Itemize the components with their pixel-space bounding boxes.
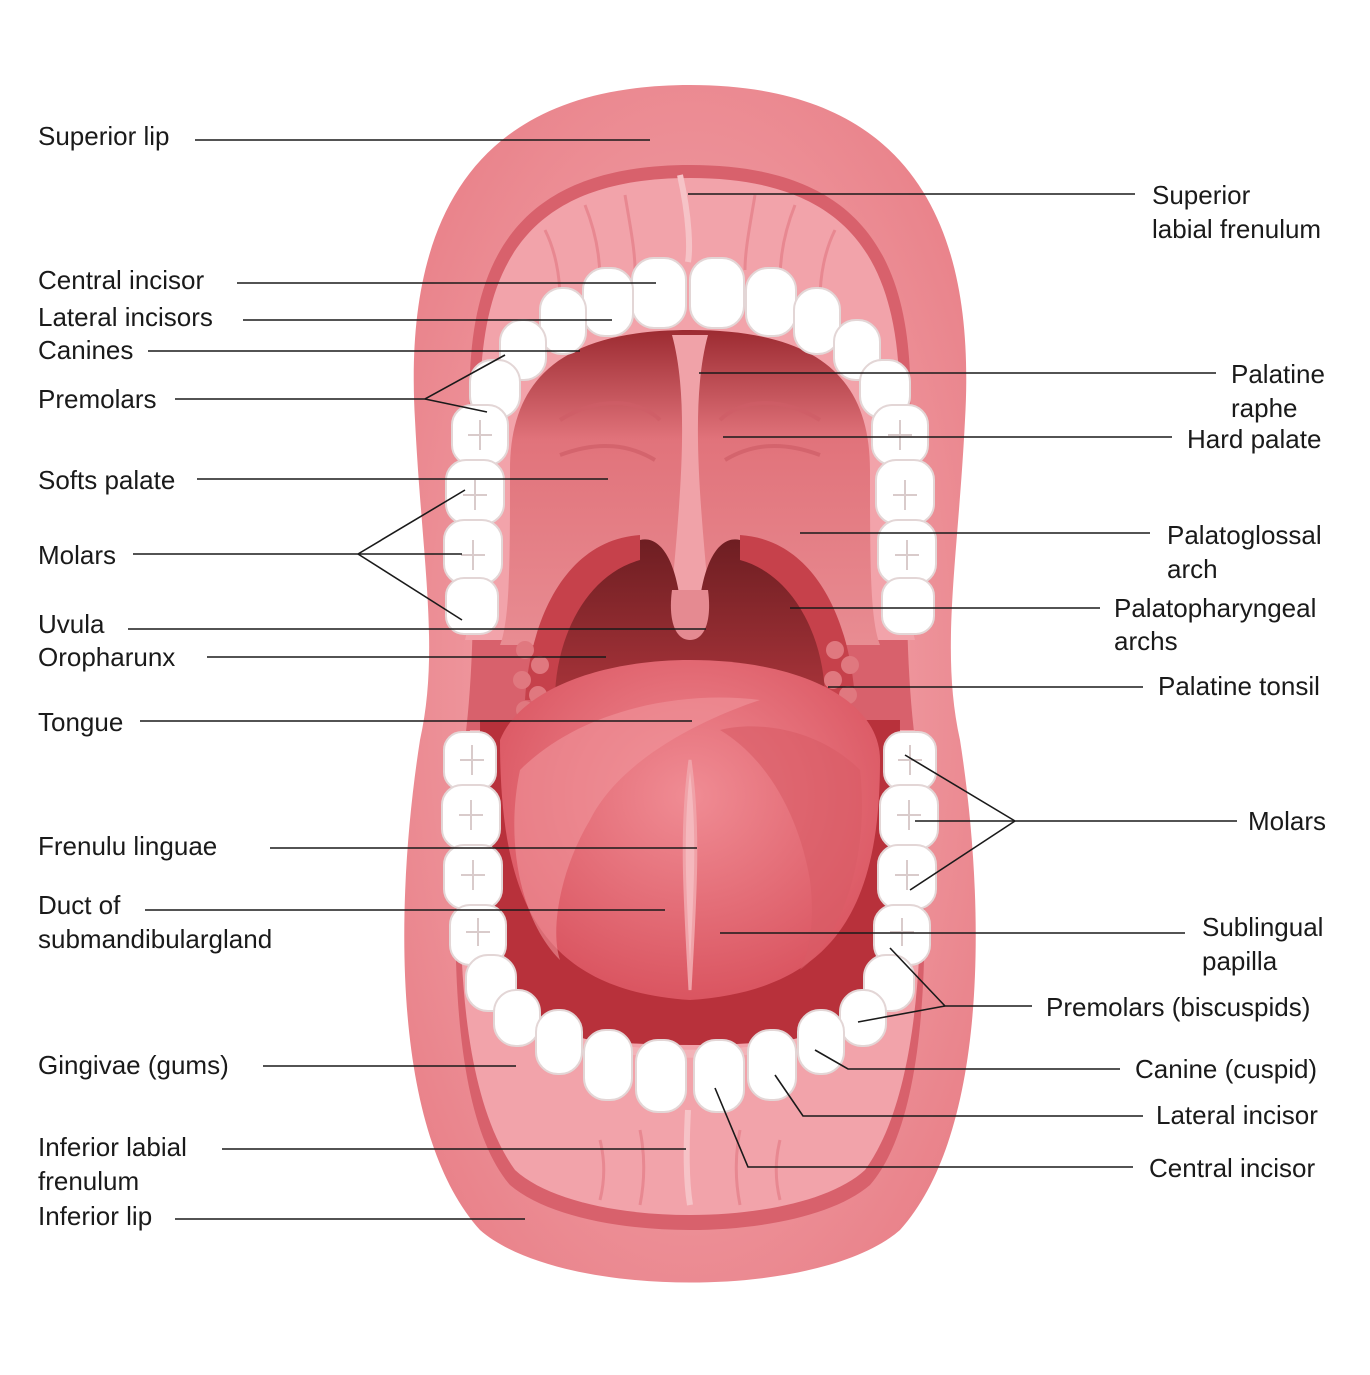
label-palatopharyngeal-line1: Palatopharyngeal xyxy=(1114,593,1317,623)
label-palatopharyngeal-line2: archs xyxy=(1114,626,1178,656)
label-molars-right: Molars xyxy=(1248,806,1327,836)
uvula xyxy=(670,590,710,640)
label-palatoglossal-line1: Palatoglossal xyxy=(1167,520,1322,550)
label-palatine-tonsil: Palatine tonsil xyxy=(1158,671,1320,701)
label-central-incisor-top: Central incisor xyxy=(38,265,205,295)
label-canine-cuspid: Canine (cuspid) xyxy=(1135,1054,1318,1084)
label-central-incisor-bottom: Central incisor xyxy=(1149,1153,1316,1183)
palatine-tonsils xyxy=(513,641,859,719)
label-molars-left: Molars xyxy=(38,540,117,570)
palatine-raphe xyxy=(670,335,710,635)
label-lateral-incisor: Lateral incisor xyxy=(1156,1100,1318,1130)
label-palatoglossal-line2: arch xyxy=(1167,554,1218,584)
label-frenulu-linguae: Frenulu linguae xyxy=(38,831,218,861)
label-uvula: Uvula xyxy=(38,609,105,639)
label-sublingual-line2: papilla xyxy=(1202,946,1278,976)
label-gingivae: Gingivae (gums) xyxy=(38,1050,229,1080)
label-tongue: Tongue xyxy=(38,707,124,737)
label-inferior-lip: Inferior lip xyxy=(38,1201,153,1231)
label-palatine-raphe-line1: Palatine xyxy=(1231,359,1325,389)
label-softs-palate: Softs palate xyxy=(38,465,176,495)
label-canines: Canines xyxy=(38,335,134,365)
label-superior-lip: Superior lip xyxy=(38,121,170,151)
label-palatine-raphe-line2: raphe xyxy=(1231,393,1298,423)
label-superior-labial-line2: labial frenulum xyxy=(1152,214,1322,244)
label-inferior-labial-line2: frenulum xyxy=(38,1166,140,1196)
label-premolars: Premolars xyxy=(38,384,157,414)
label-duct-line1: Duct of xyxy=(38,890,121,920)
label-lateral-incisors: Lateral incisors xyxy=(38,302,213,332)
label-superior-labial-line1: Superior xyxy=(1152,180,1251,210)
label-hard-palate: Hard palate xyxy=(1187,424,1322,454)
frenulum-linguae xyxy=(682,759,698,991)
label-oropharunx: Oropharunx xyxy=(38,642,176,672)
label-duct-line2: submandibulargland xyxy=(38,924,273,954)
lower-teeth xyxy=(441,731,939,1113)
leader-lines xyxy=(128,139,1237,1220)
label-sublingual-line1: Sublingual xyxy=(1202,912,1324,942)
label-inferior-labial-line1: Inferior labial xyxy=(38,1132,187,1162)
upper-teeth xyxy=(443,257,937,635)
label-premolars-biscuspids: Premolars (biscuspids) xyxy=(1046,992,1311,1022)
